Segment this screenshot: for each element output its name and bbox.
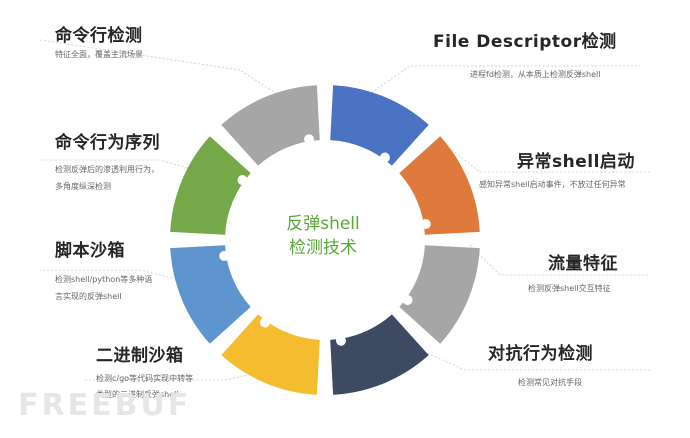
leader-line-fd <box>367 65 640 96</box>
leader-line-script-sandbox <box>40 269 181 281</box>
label-title-binary-sandbox: 二进制沙箱 <box>96 346 184 366</box>
label-title-anti-evasion: 对抗行为检测 <box>488 344 593 364</box>
segment-cmd-sequence <box>170 136 251 235</box>
label-desc-traffic: 检测反弹shell交互特征 <box>528 284 611 293</box>
segment-abnormal-shell <box>399 136 480 235</box>
segment-notch-binary-sandbox <box>260 317 271 328</box>
segment-notch-script-sandbox <box>219 250 230 261</box>
label-desc-script-sandbox-2: 言实现的反弹shell <box>55 292 122 301</box>
label-desc-fd: 进程fd检测，从本质上检测反弹shell <box>470 70 601 79</box>
label-desc-cmd-sequence-1: 检测反弹后的渗透利用行为， <box>55 165 159 174</box>
label-desc-cmdline: 特征全面，覆盖主流场景 <box>55 50 143 59</box>
segment-notch-cmd-sequence <box>237 175 248 186</box>
segment-script-sandbox <box>170 245 251 344</box>
leader-line-anti-evasion <box>419 349 650 371</box>
segment-traffic <box>399 245 480 344</box>
label-title-traffic: 流量特征 <box>548 254 618 274</box>
label-title-cmdline: 命令行检测 <box>55 26 143 46</box>
segment-binary-sandbox <box>221 314 320 395</box>
label-desc-binary-sandbox-1: 检测c/go等代码实现中转等 <box>96 374 194 383</box>
segment-notch-anti-evasion <box>335 335 346 346</box>
label-desc-binary-sandbox-2: 类型的二进制反弹shell <box>96 390 179 399</box>
label-title-abnormal-shell: 异常shell启动 <box>517 152 635 172</box>
label-title-fd: File Descriptor检测 <box>433 32 617 52</box>
segment-cmdline <box>221 85 320 166</box>
label-desc-script-sandbox-1: 检测shell/python等多种语 <box>55 275 153 284</box>
watermark-logo: FREEBUF <box>18 388 192 423</box>
center-title: 反弹shell 检测技术 <box>263 212 383 260</box>
leader-line-cmd-sequence <box>40 159 196 171</box>
segment-fd <box>330 85 429 166</box>
leader-line-abnormal-shell <box>451 149 650 173</box>
center-title-line1: 反弹shell <box>286 214 360 234</box>
label-title-script-sandbox: 脚本沙箱 <box>55 241 125 261</box>
label-desc-anti-evasion: 检测常见对抗手段 <box>518 378 582 387</box>
center-circle <box>233 148 417 332</box>
center-title-line2: 检测技术 <box>289 238 357 258</box>
segment-notch-fd <box>379 152 390 163</box>
segment-notch-abnormal-shell <box>420 219 431 230</box>
segment-notch-cmdline <box>304 134 315 145</box>
label-title-cmd-sequence: 命令行为序列 <box>55 133 160 153</box>
segment-anti-evasion <box>330 314 429 395</box>
segment-notch-traffic <box>402 294 413 305</box>
label-desc-abnormal-shell: 感知异常shell启动事件，不放过任何异常 <box>479 180 626 189</box>
label-desc-cmd-sequence-2: 多角度纵深检测 <box>55 182 111 191</box>
